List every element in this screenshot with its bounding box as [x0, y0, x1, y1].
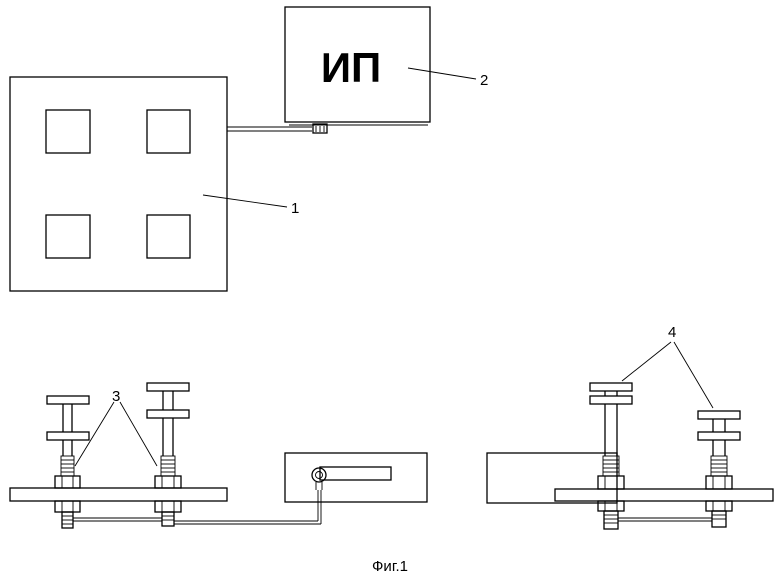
left-wiring [73, 490, 321, 524]
connector-box-body [285, 453, 427, 502]
leader-line-4b [674, 342, 713, 408]
post-4a [590, 383, 632, 529]
right-mounting-plate [555, 489, 773, 501]
post-3b [147, 383, 189, 526]
post-3b-lower-nut [155, 501, 181, 512]
callout-4: 4 [622, 324, 713, 408]
left-plate [10, 488, 227, 501]
post-4b-cap [698, 411, 740, 419]
callout-number-4: 4 [668, 324, 676, 341]
callout-number-2: 2 [480, 72, 488, 89]
post-3a-nut [55, 476, 80, 488]
post-4b-lower-nut [706, 501, 732, 511]
post-3b-nut [155, 476, 181, 488]
connector-slot [320, 467, 391, 480]
post-4b-nut [706, 476, 732, 489]
callout-1: 1 [203, 195, 299, 217]
post-3b-cap [147, 383, 189, 391]
power-supply-item-2: ИП [285, 7, 430, 133]
post-3b-terminal [162, 512, 174, 526]
post-4b-thread [711, 456, 727, 476]
post-3b-washer [147, 410, 189, 418]
post-3a-thread [61, 456, 74, 476]
right-wiring [618, 518, 712, 521]
leader-line-4a [622, 342, 671, 381]
post-3b-thread [161, 456, 175, 476]
figure-caption: Фиг.1 [372, 558, 408, 575]
panel-window-top-right [147, 110, 190, 153]
panel-to-supply-cable [227, 127, 312, 131]
leader-line-3a [75, 402, 114, 466]
callout-3: 3 [75, 388, 157, 466]
post-4b [698, 411, 740, 527]
right-plate [555, 489, 773, 501]
post-3a-cap [47, 396, 89, 404]
panel-body [10, 77, 227, 291]
connector-box [285, 453, 427, 502]
post-4a-cap [590, 383, 632, 391]
left-mounting-plate [10, 488, 227, 501]
post-4a-washer [590, 396, 632, 404]
post-4a-nut [598, 476, 624, 489]
panel-window-top-left [46, 110, 90, 153]
callout-number-1: 1 [291, 200, 299, 217]
power-supply-label: ИП [321, 44, 381, 91]
panel-item-1 [10, 77, 227, 291]
panel-window-bottom-right [147, 215, 190, 258]
callout-number-3: 3 [112, 388, 120, 405]
leader-line-3b [120, 402, 157, 466]
leader-line-1 [203, 195, 287, 207]
callout-2: 2 [408, 68, 488, 89]
post-3a [47, 396, 89, 528]
post-4a-terminal [604, 511, 618, 529]
panel-window-bottom-left [46, 215, 90, 258]
post-4b-washer [698, 432, 740, 440]
post-3a-washer [47, 432, 89, 440]
post-3a-lower-nut [55, 501, 80, 512]
leader-line-2 [408, 68, 476, 79]
connector-socket [312, 468, 326, 482]
